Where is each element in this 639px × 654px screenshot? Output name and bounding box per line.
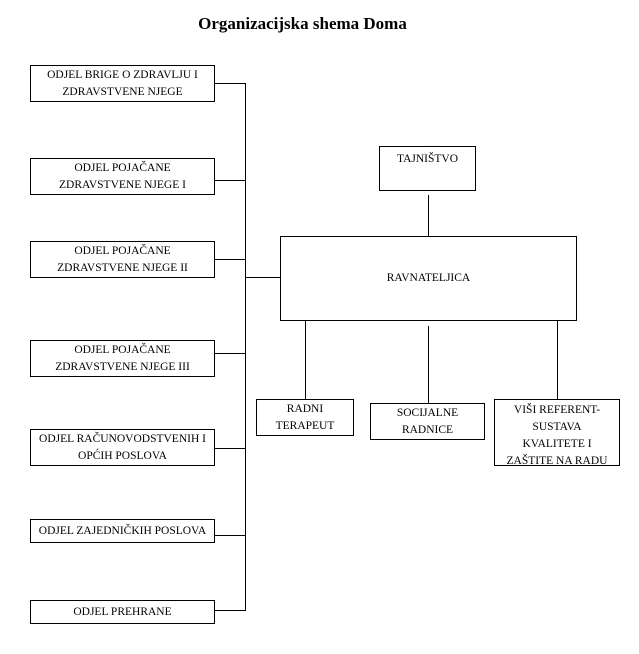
connector-dept-5	[215, 448, 245, 449]
dept-enhanced-care-2: ODJEL POJAČANE ZDRAVSTVENE NJEGE II	[30, 241, 215, 278]
connector-therapist	[305, 321, 306, 399]
dept-health-care: ODJEL BRIGE O ZDRAVLJU I ZDRAVSTVENE NJE…	[30, 65, 215, 102]
secretariat-box: TAJNIŠTVO	[379, 146, 476, 191]
dept-food: ODJEL PREHRANE	[30, 600, 215, 624]
dept-enhanced-care-1: ODJEL POJAČANE ZDRAVSTVENE NJEGE I	[30, 158, 215, 195]
dept-common-affairs: ODJEL ZAJEDNIČKIH POSLOVA	[30, 519, 215, 543]
dept-enhanced-care-3: ODJEL POJAČANE ZDRAVSTVENE NJEGE III	[30, 340, 215, 377]
connector-dept-2	[215, 180, 245, 181]
connector-bus-to-director	[245, 277, 280, 278]
connector-dept-1	[215, 83, 245, 84]
left-bus-line	[245, 83, 246, 611]
connector-dept-4	[215, 353, 245, 354]
connector-dept-7	[215, 610, 245, 611]
connector-secretariat	[428, 195, 429, 236]
director-box: RAVNATELJICA	[280, 236, 577, 321]
connector-social-workers	[428, 326, 429, 403]
connector-quality-officer	[557, 321, 558, 399]
connector-dept-3	[215, 259, 245, 260]
social-workers-box: SOCIJALNE RADNICE	[370, 403, 485, 440]
dept-accounting: ODJEL RAČUNOVODSTVENIH I OPĆIH POSLOVA	[30, 429, 215, 466]
chart-title: Organizacijska shema Doma	[198, 14, 407, 33]
quality-officer-box: VIŠI REFERENT-SUSTAVA KVALITETE I ZAŠTIT…	[494, 399, 620, 467]
connector-dept-6	[215, 535, 245, 536]
therapist-box: RADNI TERAPEUT	[256, 399, 354, 436]
